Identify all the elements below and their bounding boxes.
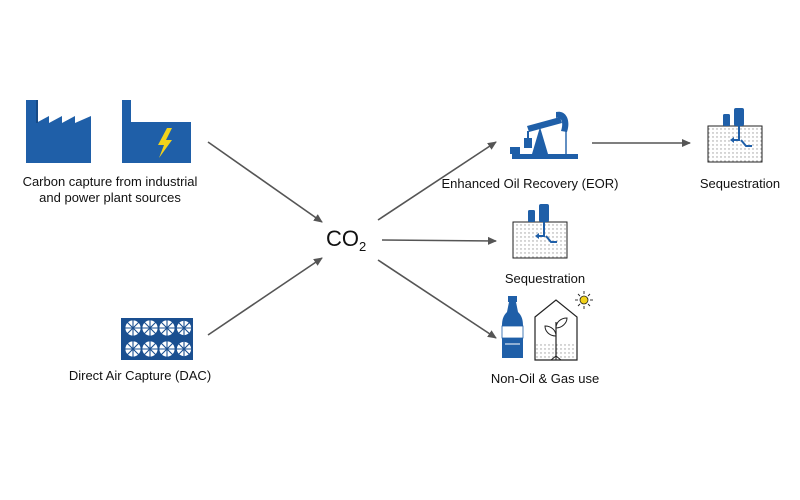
soda-bottle-icon bbox=[501, 296, 524, 358]
arrow-co2-to-non-oil bbox=[377, 259, 497, 339]
sources-label-line2: and power plant sources bbox=[39, 190, 181, 205]
sequestration-tank-icon-mid bbox=[512, 204, 568, 259]
sun-icon bbox=[575, 291, 593, 309]
power-plant-icon bbox=[122, 100, 191, 163]
sources-label-line1: Carbon capture from industrial bbox=[22, 174, 198, 189]
non-oil-label: Non-Oil & Gas use bbox=[490, 371, 600, 386]
arrow-sources-to-co2 bbox=[207, 141, 323, 223]
co2-main: CO bbox=[326, 226, 359, 251]
dac-fan-array-icon bbox=[121, 318, 193, 360]
eor-label: Enhanced Oil Recovery (EOR) bbox=[441, 176, 619, 191]
arrow-co2-to-sequestration bbox=[381, 236, 497, 245]
sequestration-label-mid: Sequestration bbox=[504, 271, 586, 286]
arrows bbox=[207, 139, 691, 339]
factory-icon bbox=[26, 100, 91, 163]
arrow-dac-to-co2 bbox=[207, 257, 323, 336]
sources-label: Carbon capture from industrial and power… bbox=[0, 174, 220, 206]
dac-label: Direct Air Capture (DAC) bbox=[68, 368, 212, 383]
sequestration-label-top: Sequestration bbox=[699, 176, 781, 191]
sequestration-tank-icon bbox=[707, 108, 763, 163]
lightning-bolt-icon bbox=[158, 128, 172, 158]
arrow-co2-to-eor bbox=[377, 141, 497, 221]
oil-pump-icon bbox=[510, 111, 578, 159]
co2-subscript: 2 bbox=[359, 239, 367, 254]
greenhouse-icon bbox=[534, 299, 578, 361]
co2-node: CO2 bbox=[326, 226, 366, 260]
